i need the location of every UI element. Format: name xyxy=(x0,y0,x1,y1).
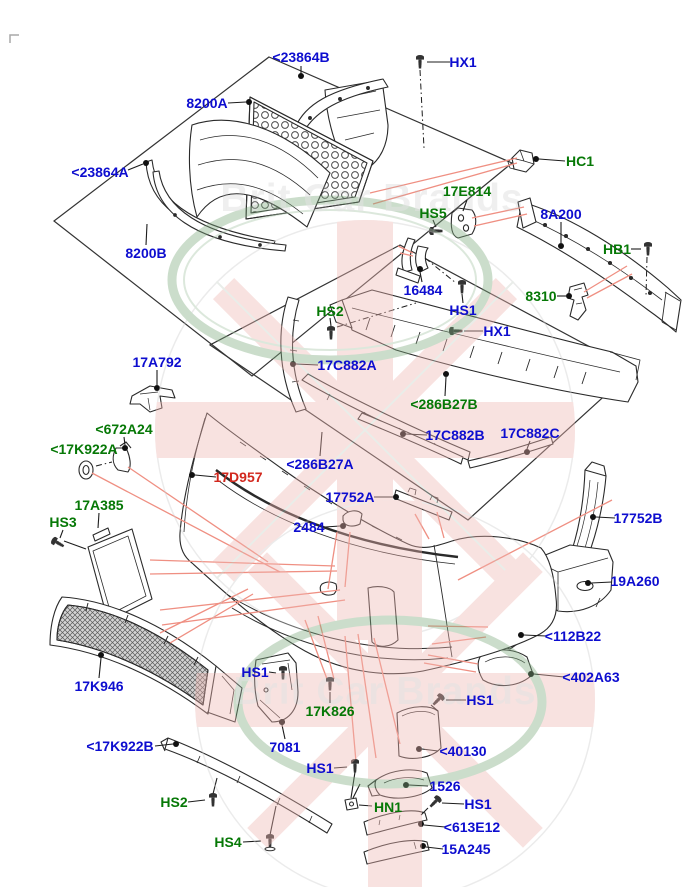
part-17C882A xyxy=(280,296,307,413)
frame-boxes xyxy=(53,56,635,521)
part-672A24 xyxy=(112,441,132,473)
part-HC1 xyxy=(507,149,535,173)
part-286B27B xyxy=(329,289,641,403)
screw-icon xyxy=(427,793,444,810)
part-8A200 xyxy=(516,197,682,333)
screw-icon xyxy=(457,279,467,294)
screw-icon xyxy=(415,54,425,69)
part-8310 xyxy=(567,282,589,321)
part-17K922A xyxy=(78,460,94,480)
watermark-text: Brit Car Brands xyxy=(220,177,523,220)
dash-lines xyxy=(95,69,648,467)
leader-dots xyxy=(98,73,596,849)
part-17A792 xyxy=(129,385,176,413)
part-17K922B xyxy=(160,737,333,834)
parts-artwork xyxy=(49,78,682,865)
corner-mark xyxy=(9,34,19,43)
screw-icon xyxy=(49,535,67,551)
screw-icon xyxy=(326,325,336,340)
screw-icon xyxy=(643,241,653,256)
screws xyxy=(49,54,653,852)
watermark-text: Brit Car Brands xyxy=(233,670,536,713)
part-HN1 xyxy=(344,797,359,811)
part-40130 xyxy=(396,706,442,759)
part-613E12 xyxy=(363,810,428,836)
red-reference-lines xyxy=(91,157,633,763)
part-17C882B xyxy=(357,412,464,465)
oval-badge-icon xyxy=(233,615,547,789)
part-7081 xyxy=(254,652,299,723)
part-2484 xyxy=(342,510,363,527)
part-17C882C xyxy=(467,436,554,469)
part-17752B xyxy=(571,461,607,557)
oval-badge-icon xyxy=(167,195,493,365)
watermark: Brit Car Brands Brit Car Brands xyxy=(155,177,595,887)
part-17A385 xyxy=(87,527,153,622)
leader-lines xyxy=(59,61,641,850)
part-16484 xyxy=(395,237,429,284)
part-8200B xyxy=(152,170,287,252)
screw-icon xyxy=(208,792,218,807)
part-15A245 xyxy=(363,839,430,865)
part-grille-surround xyxy=(188,119,331,228)
part-17K946 xyxy=(49,596,243,723)
part-286B27A xyxy=(301,373,471,461)
part-17E814 xyxy=(450,207,477,239)
